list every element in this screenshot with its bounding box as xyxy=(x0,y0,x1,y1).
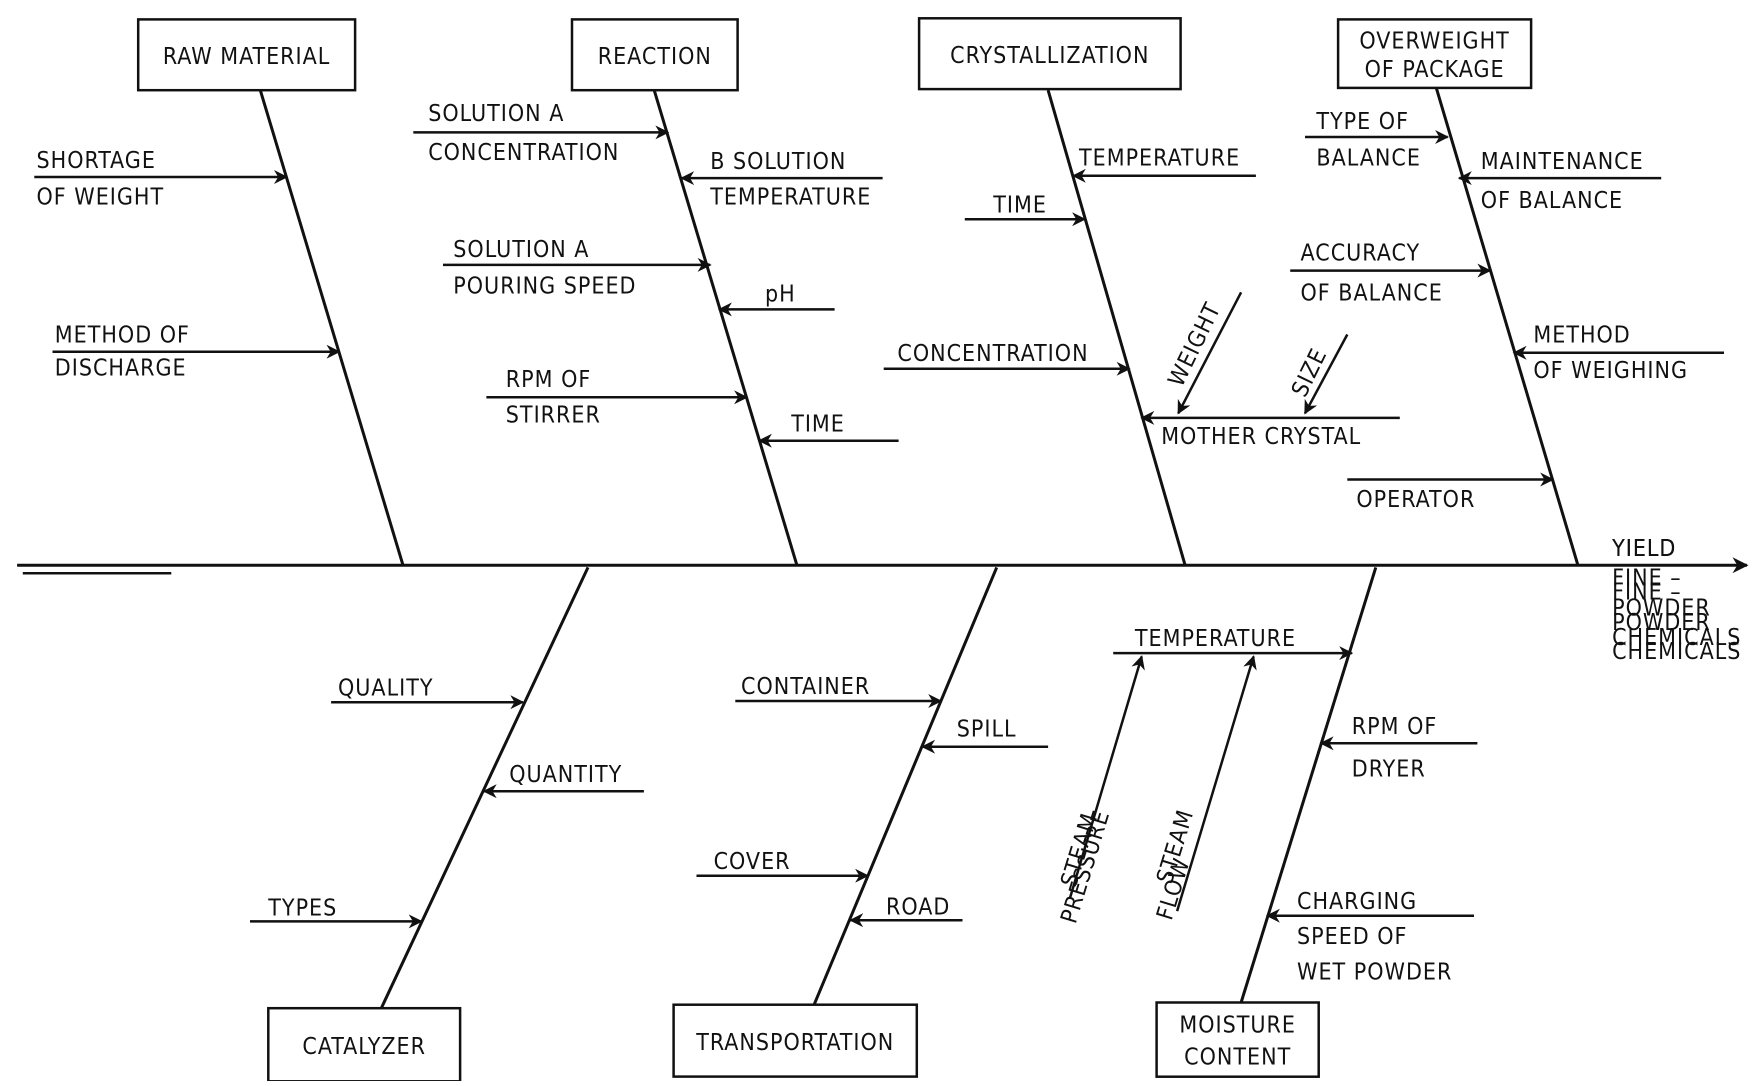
concentration-label: CONCENTRATION xyxy=(897,341,1088,367)
cryst-temperature-label: TEMPERATURE xyxy=(1078,146,1240,172)
effect-label-line-2: FINE – xyxy=(1612,579,1681,605)
effect-label-line-3: POWDER xyxy=(1612,610,1711,636)
category-raw-material-box xyxy=(136,18,357,92)
operator-label: OPERATOR xyxy=(1356,487,1475,513)
rpm-of-dryer-label-line-2: DRYER xyxy=(1352,756,1426,782)
category-moisture-content-box xyxy=(1155,1001,1320,1078)
steam-pressure-arrow xyxy=(1068,655,1145,899)
charging-speed-label-line-1: CHARGING xyxy=(1297,889,1417,915)
weight-label: WEIGHT xyxy=(1164,299,1227,391)
method-of-discharge-label-line-2: DISCHARGE xyxy=(55,356,187,382)
charging-speed-label-line-3: WET POWDER xyxy=(1297,960,1452,986)
drying-temperature-label: TEMPERATURE xyxy=(1134,626,1296,652)
category-overweight-of-package-box xyxy=(1336,18,1533,90)
shortage-of-weight-label-line-2: OF WEIGHT xyxy=(37,184,165,210)
rpm-of-dryer-label-line-1: RPM OF xyxy=(1352,714,1437,740)
reaction-time-label: TIME xyxy=(790,412,845,438)
method-of-discharge-label-line-1: METHOD OF xyxy=(55,323,190,349)
shortage-of-weight-label-line-1: SHORTAGE xyxy=(37,148,156,174)
effect-label-line-2: FINE – xyxy=(1612,566,1681,592)
category-moisture-content-label-line-1: MOISTURE xyxy=(1179,1013,1296,1039)
method-of-weighing-label-line-2: OF WEIGHING xyxy=(1533,358,1688,384)
solution-a-pouring-speed-label-line-1: SOLUTION A xyxy=(453,237,589,263)
type-of-balance-label-line-1: TYPE OF xyxy=(1315,109,1409,135)
road-label: ROAD xyxy=(886,895,950,921)
steam-flow-arrow xyxy=(1175,655,1257,912)
mother-crystal-label: MOTHER CRYSTAL xyxy=(1161,424,1361,450)
effect-label-line-4: CHEMICALS xyxy=(1612,625,1741,651)
effect-label-line-4: CHEMICALS xyxy=(1612,639,1741,665)
quality-label: QUALITY xyxy=(338,675,433,701)
bone-moisture xyxy=(1239,566,1378,1003)
rpm-of-stirrer-label-line-2: STIRRER xyxy=(506,402,601,428)
effect-label-line-1: YIELD xyxy=(1611,536,1676,562)
types-label: TYPES xyxy=(267,896,337,922)
maintenance-of-balance-label-line-1: MAINTENANCE xyxy=(1481,149,1644,175)
category-catalyzer-box xyxy=(267,1006,462,1083)
solution-a-concentration-label-line-1: SOLUTION A xyxy=(428,101,564,127)
accuracy-of-balance-label-line-1: ACCURACY xyxy=(1301,240,1421,266)
bone-raw-material xyxy=(258,89,405,566)
category-raw-material-label: RAW MATERIAL xyxy=(163,44,330,70)
weight-arrow xyxy=(1177,291,1243,415)
cryst-time-label: TIME xyxy=(992,192,1047,218)
category-crystallization-box xyxy=(917,17,1182,91)
category-transportation-box xyxy=(672,1003,919,1078)
category-catalyzer-label: CATALYZER xyxy=(302,1034,426,1060)
spill-label: SPILL xyxy=(957,716,1017,742)
ph-label: pH xyxy=(765,281,796,307)
quantity-label: QUANTITY xyxy=(509,762,622,788)
category-moisture-content-label-line-2: CONTENT xyxy=(1184,1045,1291,1071)
effect-label-line-1: YIELD xyxy=(1611,536,1676,562)
bone-transportation xyxy=(812,566,999,1006)
b-solution-temperature-label-line-2: TEMPERATURE xyxy=(709,184,871,210)
category-overweight-of-package-label-line-2: OF PACKAGE xyxy=(1365,57,1505,83)
maintenance-of-balance-label-line-2: OF BALANCE xyxy=(1481,188,1623,214)
rpm-of-stirrer-label-line-1: RPM OF xyxy=(506,367,591,393)
category-transportation-label: TRANSPORTATION xyxy=(695,1030,894,1056)
size-arrow xyxy=(1303,333,1349,415)
category-reaction-label: REACTION xyxy=(598,44,712,70)
solution-a-pouring-speed-label-line-2: POURING SPEED xyxy=(453,273,636,299)
solution-a-concentration-label-line-2: CONCENTRATION xyxy=(428,140,619,166)
bone-crystallization xyxy=(1046,89,1187,566)
category-reaction-box xyxy=(570,18,739,92)
bone-overweight xyxy=(1434,87,1580,566)
charging-speed-label-line-2: SPEED OF xyxy=(1297,924,1407,950)
cover-label: COVER xyxy=(714,849,791,875)
accuracy-of-balance-label-line-2: OF BALANCE xyxy=(1301,280,1443,306)
type-of-balance-label-line-2: BALANCE xyxy=(1316,146,1421,172)
category-crystallization-label: CRYSTALLIZATION xyxy=(950,43,1149,69)
category-overweight-of-package-label-line-1: OVERWEIGHT xyxy=(1359,29,1509,55)
method-of-weighing-label-line-1: METHOD xyxy=(1533,323,1630,349)
bone-reaction xyxy=(652,89,799,566)
effect-label-line-3: POWDER xyxy=(1612,595,1711,621)
container-label: CONTAINER xyxy=(741,674,870,700)
b-solution-temperature-label-line-1: B SOLUTION xyxy=(710,149,846,175)
